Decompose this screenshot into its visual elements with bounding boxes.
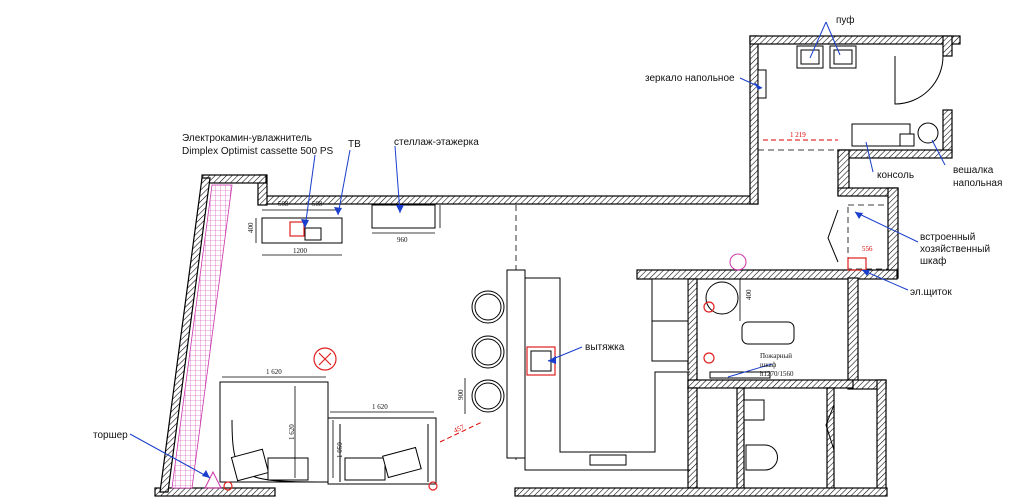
walls <box>154 35 961 497</box>
label-hanger-2: напольная <box>953 178 1002 189</box>
dim-sofa2-width: 1 620 <box>372 403 388 411</box>
hall-furniture <box>757 45 944 270</box>
label-fireplace-1: Электрокамин-увлажнитель <box>182 133 312 144</box>
dim-bar-900: 900 <box>457 389 465 400</box>
dim-kitchen-400: 400 <box>745 289 753 300</box>
dim-fp-left: 508 <box>278 200 289 208</box>
label-hanger-1: вешалка <box>953 165 994 176</box>
label-wardrobe-1: встроенный <box>920 232 975 243</box>
label-wardrobe-2: хозяйственный <box>920 244 990 255</box>
labels: Электрокамин-увлажнитель Dimplex Optimis… <box>93 14 1002 441</box>
dim-fp-total: 1200 <box>293 247 308 255</box>
dim-wardrobe: 556 <box>862 245 873 253</box>
label-tv: ТВ <box>348 139 361 150</box>
label-hood: вытяжка <box>585 342 625 353</box>
dim-sofa2-depth: 1 050 <box>336 442 344 458</box>
label-shelf: стеллаж-этажерка <box>394 137 479 148</box>
label-fire-hose-3: h1270/1560 <box>760 370 794 378</box>
label-fire-hose-1: Пожарный <box>760 352 792 360</box>
label-electric-panel: эл.щиток <box>910 287 952 298</box>
leaders <box>129 21 946 479</box>
label-wardrobe-3: шкаф <box>920 255 946 267</box>
label-pouf: пуф <box>836 14 855 26</box>
dim-fp-height: 400 <box>247 222 255 233</box>
dim-sofa1-depth: 1 620 <box>288 424 296 440</box>
dim-hall: 1 219 <box>790 131 806 139</box>
dim-sofa1-width: 1 620 <box>266 368 282 376</box>
dimension-text: 508 508 400 1200 960 1 219 556 400 1 620… <box>247 131 873 458</box>
dim-sofa-gap: 457 <box>452 423 465 435</box>
dim-shelf: 960 <box>397 236 408 244</box>
glass-block-wall <box>171 184 233 489</box>
bathroom <box>703 253 867 471</box>
living-room <box>204 204 690 491</box>
dimension-lines <box>222 139 838 478</box>
dim-fp-right: 508 <box>312 200 323 208</box>
label-floor-lamp: торшер <box>93 430 128 441</box>
label-fireplace-2: Dimplex Optimist cassette 500 PS <box>182 146 333 157</box>
label-mirror: зеркало напольное <box>645 73 735 84</box>
label-console: консоль <box>877 170 914 181</box>
label-fire-hose-2: шкаф <box>760 361 777 369</box>
